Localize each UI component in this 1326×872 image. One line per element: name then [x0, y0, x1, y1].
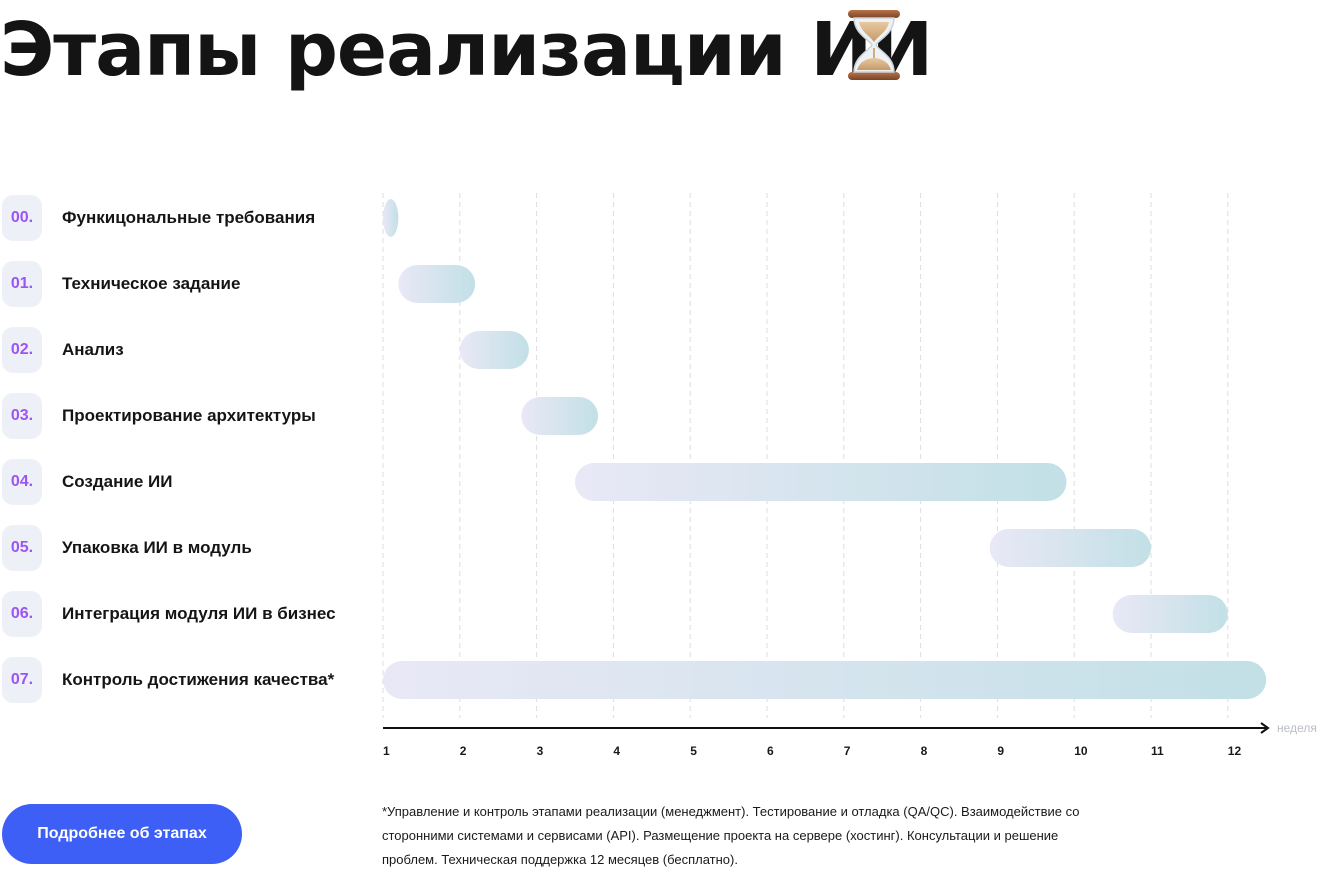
x-tick-label: 8: [921, 744, 928, 758]
stage-number: 00.: [2, 195, 42, 241]
gantt-bar: [459, 331, 529, 369]
stage-row: 06. Интеграция модуля ИИ в бизнес: [2, 591, 362, 637]
gantt-bar: [398, 265, 476, 303]
stage-label: Анализ: [62, 340, 124, 359]
footnote: *Управление и контроль этапами реализаци…: [382, 804, 1080, 867]
stage-label: Техническое задание: [62, 274, 241, 293]
stage-number: 07.: [2, 657, 42, 703]
gantt-bar: [989, 529, 1151, 567]
gantt-bar: [383, 199, 399, 237]
stage-row: 07. Контроль достижения качества*: [2, 657, 362, 703]
stage-number: 06.: [2, 591, 42, 637]
stage-row: 03. Проектирование архитектуры: [2, 393, 362, 439]
stage-number: 05.: [2, 525, 42, 571]
x-tick-label: 11: [1151, 744, 1164, 758]
x-tick-label: 6: [767, 744, 774, 758]
stage-row: 01. Техническое задание: [2, 261, 362, 307]
x-axis-label: неделя: [1277, 721, 1317, 735]
stage-label: Функицональные требования: [62, 208, 316, 227]
axis-arrow-icon: [1260, 722, 1270, 734]
x-tick-label: 5: [690, 744, 697, 758]
stage-row: 05. Упаковка ИИ в модуль: [2, 525, 362, 571]
stage-row: 02. Анализ: [2, 327, 362, 373]
x-tick-label: 2: [460, 744, 467, 758]
x-tick-label: 12: [1228, 744, 1242, 758]
stage-label: Создание ИИ: [62, 472, 173, 491]
stage-row: 00. Функицональные требования: [2, 195, 362, 241]
stage-label: Проектирование архитектуры: [62, 406, 316, 425]
gantt-bar: [1112, 595, 1228, 633]
more-about-stages-button[interactable]: Подробнее об этапах: [2, 804, 242, 864]
stage-number: 01.: [2, 261, 42, 307]
stage-row: 04. Создание ИИ: [2, 459, 362, 505]
x-tick-label: 9: [997, 744, 1004, 758]
stage-number: 04.: [2, 459, 42, 505]
stage-label: Интеграция модуля ИИ в бизнес: [62, 604, 336, 623]
hourglass-icon: [848, 10, 900, 80]
stage-label: Упаковка ИИ в модуль: [62, 538, 252, 557]
stage-label: Контроль достижения качества*: [62, 670, 335, 689]
gantt-bar: [575, 463, 1067, 501]
stage-number: 03.: [2, 393, 42, 439]
gantt-bar: [521, 397, 599, 435]
x-tick-label: 10: [1074, 744, 1088, 758]
gantt-bar: [383, 661, 1267, 699]
x-tick-label: 1: [383, 744, 390, 758]
x-tick-label: 4: [613, 744, 620, 758]
x-tick-label: 7: [844, 744, 851, 758]
stage-number: 02.: [2, 327, 42, 373]
x-tick-label: 3: [537, 744, 544, 758]
page-title: Этапы реализации ИИ: [0, 7, 933, 93]
